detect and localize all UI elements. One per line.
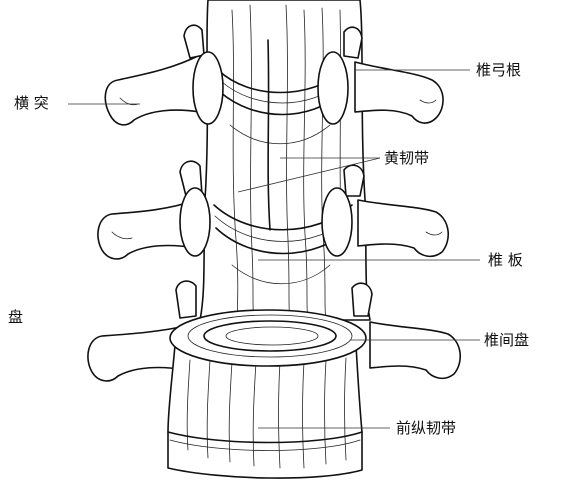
label-lamina: 椎 板 <box>488 253 523 268</box>
label-left-edge-fragment: 盘 <box>8 310 23 325</box>
lower-vertebra <box>88 281 460 478</box>
label-anterior-longitudinal-ligament: 前纵韧带 <box>396 421 456 436</box>
label-transverse-process: 横 突 <box>14 96 49 111</box>
label-intervertebral-disc: 椎间盘 <box>484 333 529 348</box>
label-pedicle: 椎弓根 <box>476 63 521 78</box>
label-ligamentum-flavum: 黄韧带 <box>384 151 429 166</box>
